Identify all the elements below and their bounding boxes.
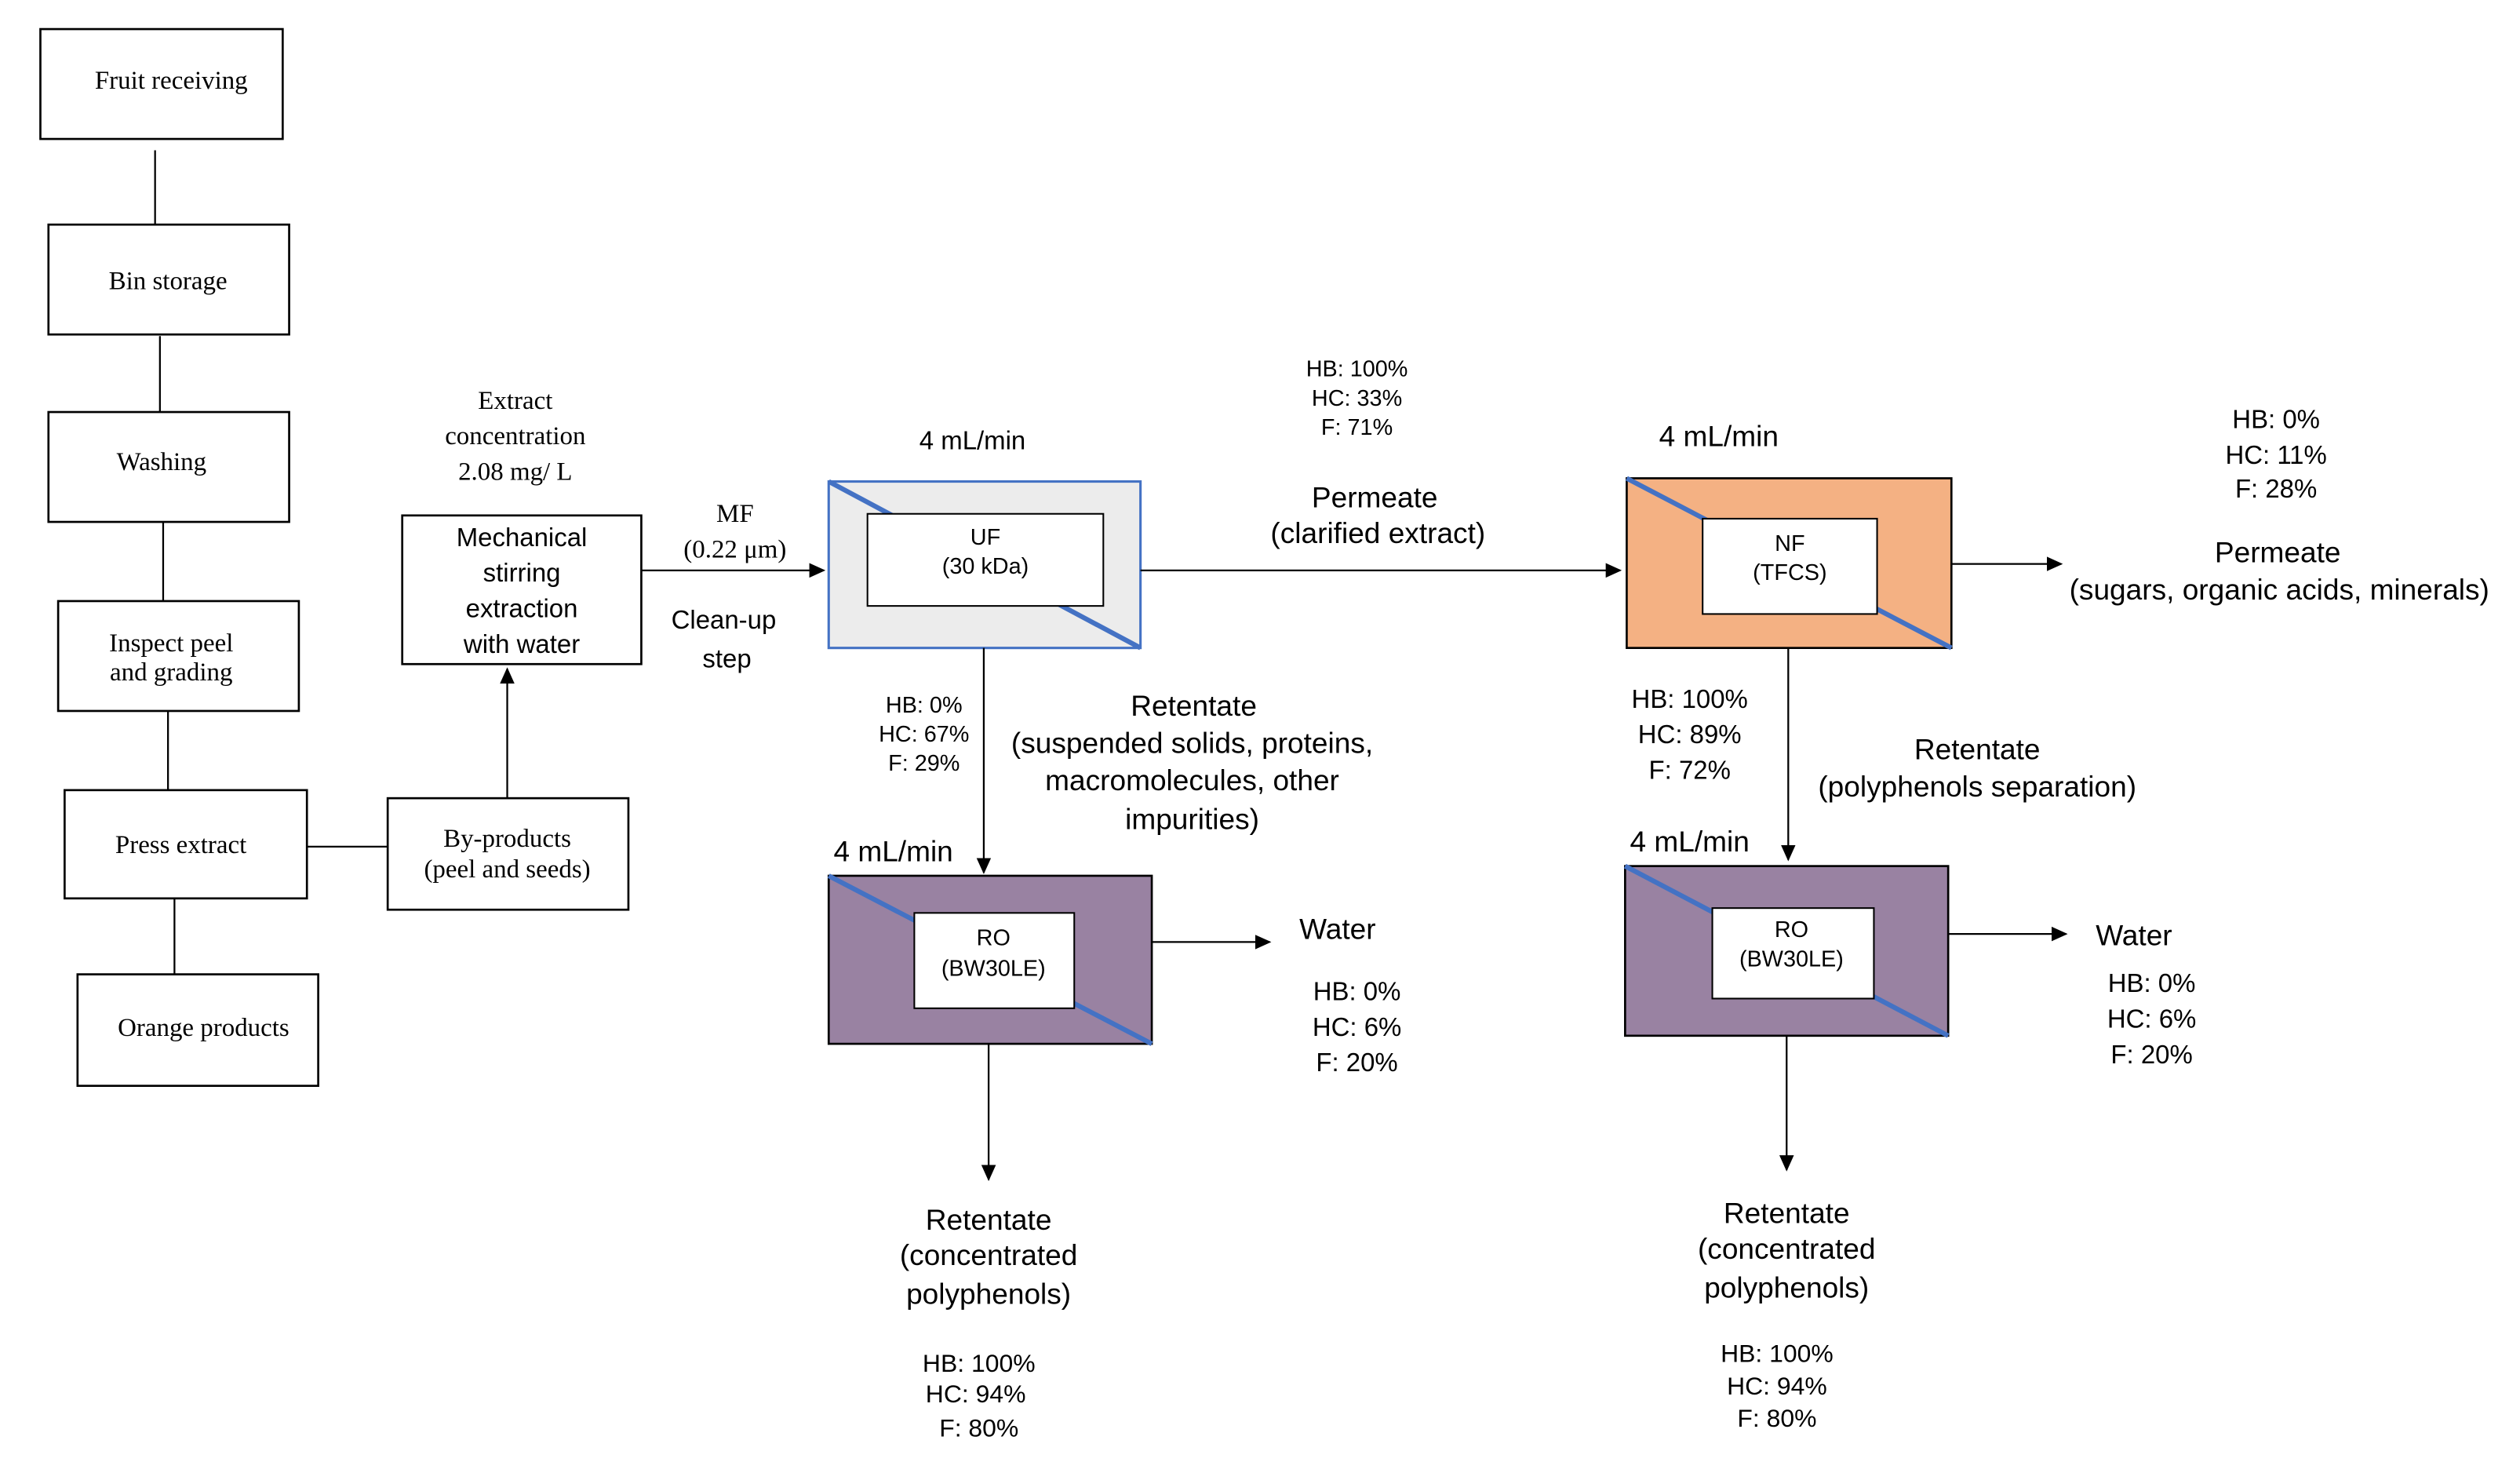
uf-permeate-hb: HB: 100% (1306, 357, 1408, 382)
ro-left-label-line1: RO (977, 926, 1011, 951)
ro-left-water-hb: HB: 0% (1313, 977, 1401, 1006)
uf-permeate-label-line1: Permeate (1312, 481, 1438, 514)
extraction-box (401, 514, 643, 665)
ro-left-water-f: F: 20% (1316, 1048, 1397, 1077)
orange-products-box (76, 973, 319, 1087)
inspect-label-line2: and grading (110, 658, 232, 687)
nf-permeate-label-line2: (sugars, organic acids, minerals) (2070, 573, 2489, 606)
byproducts-label-line1: By-products (443, 825, 571, 853)
extraction-label-line1: Mechanical (457, 523, 588, 552)
uf-stage: 4 mL/min UF (30 kDa) HB: 100% HC: 33% F:… (827, 357, 1622, 874)
ro-right-retentate-line1: Retentate (1724, 1197, 1850, 1230)
uf-label-line2: (30 kDa) (942, 554, 1029, 579)
nf-permeate-label-line1: Permeate (2215, 536, 2341, 569)
nf-retentate-hc: HC: 89% (1638, 720, 1742, 749)
uf-retentate-hb: HB: 0% (886, 693, 963, 718)
ro-right-label-box (1711, 907, 1875, 1000)
ro-right-retentate-f: F: 80% (1737, 1404, 1816, 1432)
ro-left-stage: 4 mL/min RO (BW30LE) Water HB: 0% HC: 6%… (827, 834, 1401, 1442)
ro-left-label-box (913, 912, 1076, 1009)
nf-permeate-hc: HC: 11% (2225, 440, 2326, 469)
nf-retentate-hb: HB: 100% (1632, 684, 1748, 713)
ro-right-water-hc: HC: 6% (2107, 1004, 2196, 1034)
ro-left-flow-rate: 4 mL/min (833, 834, 952, 867)
uf-retentate-hc: HC: 67% (879, 722, 969, 747)
cleanup-label-line2: step (702, 643, 751, 673)
uf-label-line1: UF (970, 525, 1000, 550)
washing-label: Washing (117, 448, 206, 476)
ro-left-retentate-line2: (concentrated (900, 1238, 1078, 1271)
ro-left-retentate-hb: HB: 100% (923, 1349, 1036, 1377)
press-extract-box (64, 789, 308, 900)
uf-permeate-label-line2: (clarified extract) (1270, 516, 1485, 549)
uf-retentate-label-line3: macromolecules, other (1045, 764, 1339, 797)
uf-retentate-f: F: 29% (888, 751, 960, 776)
ro-left-retentate-line1: Retentate (926, 1203, 1052, 1236)
cleanup-label-line1: Clean-up (672, 605, 777, 634)
uf-permeate-f: F: 71% (1321, 415, 1393, 440)
ro-right-flow-rate: 4 mL/min (1630, 825, 1750, 858)
ro-left-retentate-hc: HC: 94% (926, 1380, 1026, 1408)
nf-retentate-label-line2: (polyphenols separation) (1818, 770, 2136, 803)
ro-left-retentate-f: F: 80% (939, 1413, 1018, 1442)
byproducts-box (386, 797, 630, 911)
fruit-receiving-label: Fruit receiving (95, 67, 248, 95)
ro-left-water-hc: HC: 6% (1313, 1012, 1401, 1041)
press-extract-label: Press extract (115, 831, 246, 859)
byproducts-label-line2: (peel and seeds) (424, 855, 590, 884)
bin-storage-label: Bin storage (109, 268, 228, 296)
ro-right-retentate-hc: HC: 94% (1727, 1372, 1827, 1400)
nf-label-line1: NF (1775, 531, 1804, 556)
ro-right-retentate-hb: HB: 100% (1721, 1340, 1834, 1368)
ro-right-water-f: F: 20% (2110, 1040, 2192, 1069)
nf-label-line2: (TFCS) (1753, 560, 1826, 585)
ro-left-label-line2: (BW30LE) (941, 957, 1046, 982)
mf-pore-size: (0.22 μm) (683, 535, 786, 563)
extraction-label-line3: extraction (466, 594, 578, 623)
extract-concentration-line3: 2.08 mg/ L (458, 458, 572, 487)
uf-permeate-hc: HC: 33% (1312, 386, 1402, 411)
uf-retentate-label-line2: (suspended solids, proteins, (1011, 726, 1373, 759)
orange-products-label: Orange products (118, 1014, 290, 1042)
uf-flow-rate: 4 mL/min (920, 425, 1025, 454)
nf-retentate-f: F: 72% (1649, 755, 1731, 784)
extract-concentration-line1: Extract (478, 387, 552, 415)
ro-right-water-label: Water (2096, 919, 2172, 952)
ro-right-water-hb: HB: 0% (2108, 968, 2196, 997)
extraction-stage: Extract concentration 2.08 mg/ L Mechani… (401, 387, 826, 799)
ro-right-retentate-line2: (concentrated (1698, 1232, 1876, 1265)
nf-label-box (1702, 517, 1878, 615)
bin-storage-box (47, 223, 290, 336)
nf-retentate-label-line1: Retentate (1914, 733, 2041, 766)
uf-label-box (866, 512, 1105, 607)
mf-label: MF (716, 500, 754, 528)
ro-right-retentate-line3: polyphenols) (1704, 1271, 1869, 1303)
uf-retentate-label-line1: Retentate (1131, 689, 1257, 722)
extraction-label-line2: stirring (483, 558, 561, 587)
inspect-label-line1: Inspect peel (109, 629, 233, 658)
extract-concentration-line2: concentration (445, 422, 585, 450)
washing-box (47, 410, 290, 523)
nf-stage: 4 mL/min NF (TFCS) HB: 0% HC: 11% F: 28%… (1625, 405, 2489, 862)
extraction-label-line4: with water (463, 629, 580, 658)
inspect-box (56, 600, 300, 713)
fruit-receiving-box (39, 27, 284, 140)
process-chain: Fruit receiving Bin storage Washing Insp… (39, 27, 630, 1087)
ro-right-stage: 4 mL/min RO (BW30LE) Water HB: 0% HC: 6%… (1623, 825, 2196, 1432)
ro-right-label-line2: (BW30LE) (1739, 946, 1844, 972)
ro-left-water-label: Water (1299, 912, 1375, 945)
ro-right-label-line1: RO (1775, 917, 1808, 942)
nf-flow-rate: 4 mL/min (1659, 419, 1779, 452)
ro-left-retentate-line3: polyphenols) (906, 1278, 1071, 1311)
uf-retentate-label-line4: impurities) (1125, 802, 1259, 835)
nf-permeate-f: F: 28% (2235, 474, 2317, 503)
nf-permeate-hb: HB: 0% (2232, 405, 2320, 434)
